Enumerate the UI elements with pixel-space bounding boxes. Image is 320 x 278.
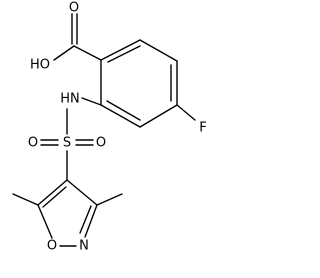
- bond-isox-c4-c5: [37, 179, 68, 206]
- sulfur-label: S: [63, 136, 71, 151]
- molecule-diagram: O HO HN F S O O O N: [12, 1, 207, 254]
- bond-c-hydroxyl: [53, 45, 75, 61]
- bond-ring-d: [139, 104, 178, 128]
- bond-methyl-right: [96, 193, 123, 206]
- carbonyl-oxygen-label: O: [69, 1, 79, 16]
- bond-methyl-left: [12, 193, 39, 206]
- bond-ring-fluorine: [176, 104, 196, 121]
- bond-isox-c3-n-inner: [79, 205, 92, 234]
- sulfonyl-oxygen-left-label: O: [28, 136, 38, 151]
- atom-labels: O HO HN F S O O O N: [28, 1, 207, 254]
- bonds: [12, 13, 196, 247]
- bond-ring-amine: [81, 97, 102, 106]
- bond-isox-c5-o: [37, 204, 53, 239]
- bond-ring-a: [100, 39, 141, 61]
- hydroxyl-label: HO: [30, 58, 50, 73]
- bond-isox-c4-c5-inner: [42, 186, 67, 208]
- bond-ring-e-inner: [106, 100, 141, 121]
- bond-ring-b: [139, 39, 178, 62]
- sulfonyl-oxygen-right-label: O: [96, 136, 106, 151]
- bond-carboxyl-ring: [73, 45, 102, 61]
- bond-isox-c4-c3: [66, 179, 98, 206]
- bond-ring-e: [100, 104, 141, 128]
- ring-nitrogen-label: N: [79, 239, 89, 254]
- bond-ring-a-inner: [107, 45, 141, 63]
- fluorine-label: F: [199, 121, 206, 136]
- amine-label: HN: [60, 92, 80, 107]
- ring-oxygen-label: O: [47, 239, 57, 254]
- bond-isox-c3-n: [84, 204, 98, 238]
